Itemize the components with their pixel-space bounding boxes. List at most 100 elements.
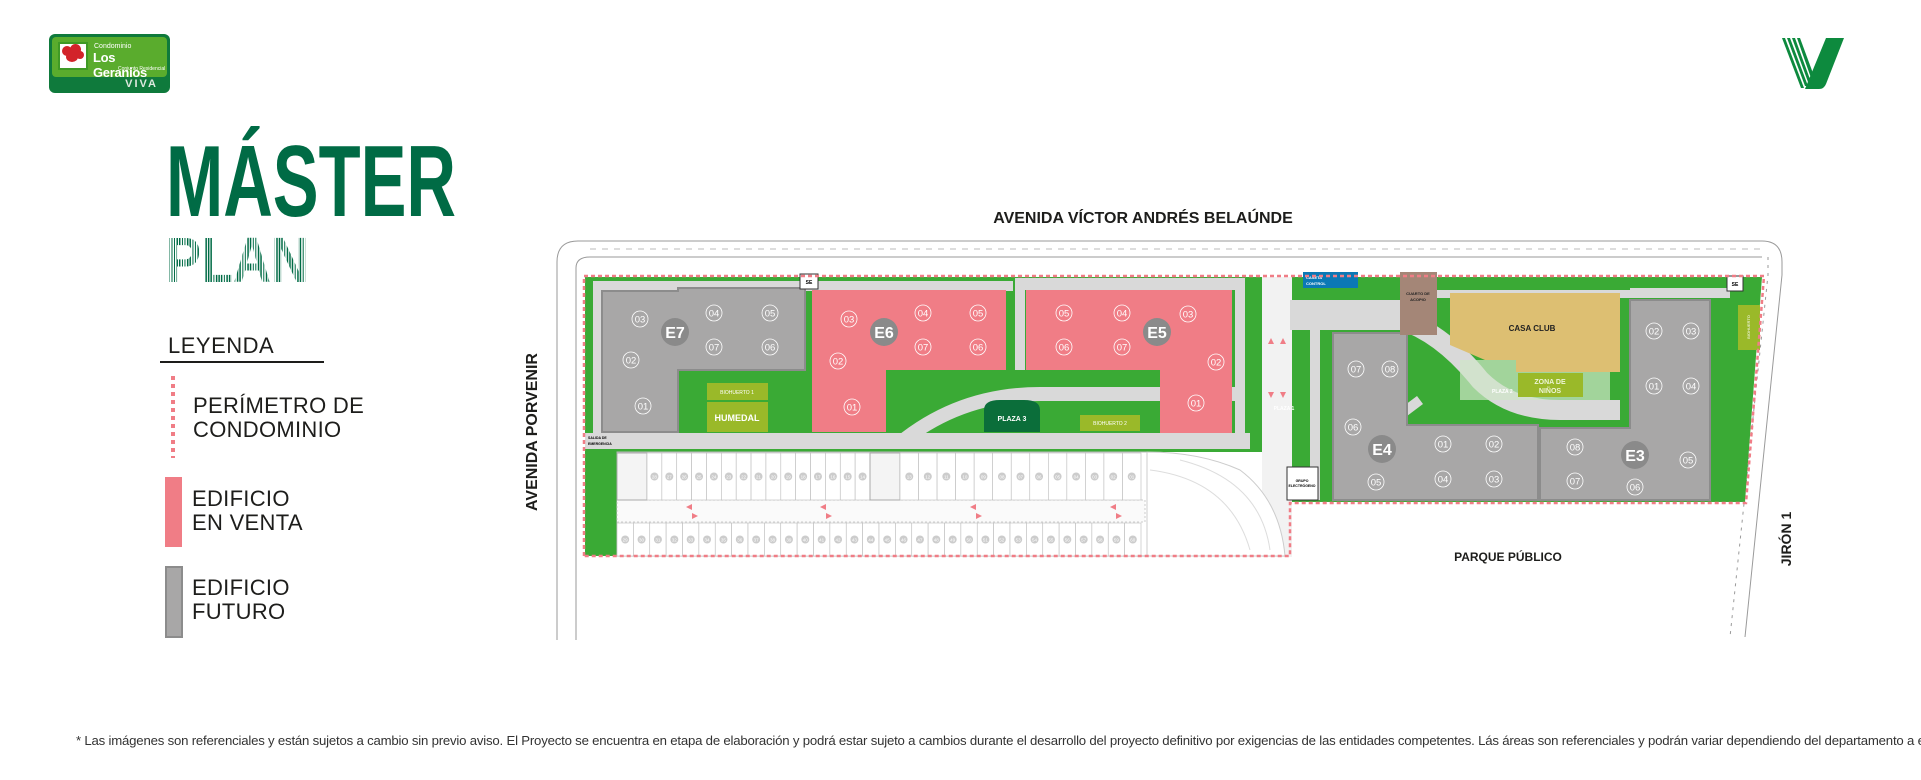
stall-number: 28 — [652, 475, 658, 480]
stall-number: 32 — [672, 538, 678, 543]
stall-marker — [769, 472, 778, 481]
stall-number: 40 — [803, 538, 809, 543]
stall-number: 27 — [667, 475, 673, 480]
stall-marker — [915, 535, 924, 544]
unit-circle — [761, 304, 779, 322]
stall-marker — [799, 472, 808, 481]
unit-number[interactable]: 01 — [847, 403, 858, 414]
unit-number[interactable]: 08 — [1570, 443, 1581, 454]
stall-number: 08 — [999, 475, 1005, 480]
unit-number[interactable]: 04 — [918, 309, 929, 320]
unit-number[interactable]: 06 — [1348, 423, 1359, 434]
unit-circle — [705, 304, 723, 322]
stall-marker — [680, 472, 689, 481]
unit-number[interactable]: 05 — [973, 309, 984, 320]
unit-number[interactable]: 05 — [1683, 456, 1694, 467]
unit-circle — [631, 310, 649, 328]
unit-circle — [1626, 478, 1644, 496]
stall-marker — [817, 535, 826, 544]
stall-number: 21 — [756, 475, 762, 480]
stall-number: 55 — [1048, 538, 1054, 543]
stall-number: 14 — [860, 475, 866, 480]
street-outlines — [556, 240, 1783, 640]
caseta-control — [1303, 272, 1358, 288]
unit-number[interactable]: 03 — [635, 315, 646, 326]
stall-marker — [1112, 535, 1121, 544]
unit-number[interactable]: 02 — [833, 357, 844, 368]
unit-number[interactable]: 04 — [709, 309, 720, 320]
legend-title: LEYENDA — [168, 333, 275, 358]
stall-number: 36 — [737, 538, 743, 543]
unit-number[interactable]: 02 — [1649, 327, 1660, 338]
building-e5 — [1026, 290, 1232, 433]
unit-number[interactable]: 03 — [1686, 327, 1697, 338]
unit-circle — [1679, 451, 1697, 469]
unit-number[interactable]: 01 — [1191, 399, 1202, 410]
unit-circle — [1645, 322, 1663, 340]
plaza-2-label: PLAZA 2 — [1492, 389, 1513, 395]
unit-circle — [1055, 304, 1073, 322]
unit-number[interactable]: 07 — [709, 343, 720, 354]
stall-number: 03 — [1092, 475, 1098, 480]
stall-number: 11 — [944, 475, 949, 480]
stall-number: 46 — [901, 538, 907, 543]
stall-marker — [695, 472, 704, 481]
perimeter-dotted-swatch — [171, 376, 175, 458]
unit-number[interactable]: 02 — [1489, 440, 1500, 451]
unit-number[interactable]: 04 — [1438, 475, 1449, 486]
stall-marker — [1035, 472, 1044, 481]
unit-number[interactable]: 03 — [1183, 310, 1194, 321]
unit-number[interactable]: 03 — [1489, 475, 1500, 486]
unit-circle — [969, 338, 987, 356]
unit-number[interactable]: 01 — [1649, 382, 1660, 393]
stall-marker — [621, 535, 630, 544]
stall-number: 09 — [981, 475, 987, 480]
unit-number[interactable]: 08 — [1385, 365, 1396, 376]
unit-number[interactable]: 04 — [1117, 309, 1128, 320]
page-title-plan: PLAN — [166, 224, 309, 296]
unit-number[interactable]: 06 — [765, 343, 776, 354]
stall-marker — [650, 472, 659, 481]
unit-number[interactable]: 05 — [765, 309, 776, 320]
biohuerto-1-label: BIOHUERTO 1 — [720, 390, 754, 396]
logo-panel: Condominio Los Geranios Conjunto Residen… — [52, 37, 167, 80]
stall-marker — [653, 535, 662, 544]
salida-label-2: EMERGENCIA — [588, 442, 612, 446]
stall-number: 15 — [845, 475, 851, 480]
stall-number: 41 — [819, 538, 825, 543]
unit-number[interactable]: 01 — [1438, 440, 1449, 451]
stall-marker — [784, 472, 793, 481]
unit-number[interactable]: 06 — [1059, 343, 1070, 354]
stall-marker — [981, 535, 990, 544]
unit-number[interactable]: 07 — [1117, 343, 1128, 354]
stall-number: 49 — [950, 538, 956, 543]
unit-number[interactable]: 07 — [1351, 365, 1362, 376]
unit-number[interactable]: 05 — [1059, 309, 1070, 320]
stall-number: 16 — [830, 475, 836, 480]
unit-circle — [969, 304, 987, 322]
stall-number: 06 — [1037, 475, 1043, 480]
stall-number: 47 — [917, 538, 923, 543]
stall-number: 53 — [1016, 538, 1022, 543]
stall-marker — [1109, 472, 1118, 481]
stall-marker — [724, 472, 733, 481]
building-label: E5 — [1147, 325, 1167, 342]
unit-number[interactable]: 05 — [1371, 478, 1382, 489]
stall-number: 38 — [770, 538, 776, 543]
unit-number[interactable]: 02 — [1211, 358, 1222, 369]
unit-number[interactable]: 01 — [638, 402, 649, 413]
unit-number[interactable]: 03 — [844, 315, 855, 326]
unit-number[interactable]: 07 — [918, 343, 929, 354]
unit-number[interactable]: 04 — [1686, 382, 1697, 393]
unit-number[interactable]: 02 — [626, 356, 637, 367]
stall-number: 29 — [623, 538, 629, 543]
unit-circle — [914, 338, 932, 356]
logo-name: Los Geranios — [93, 50, 147, 80]
unit-number[interactable]: 06 — [973, 343, 984, 354]
stall-number: 48 — [934, 538, 940, 543]
stall-number: 43 — [852, 538, 858, 543]
unit-number[interactable]: 06 — [1630, 483, 1641, 494]
unit-number[interactable]: 07 — [1570, 477, 1581, 488]
unit-circle — [840, 310, 858, 328]
